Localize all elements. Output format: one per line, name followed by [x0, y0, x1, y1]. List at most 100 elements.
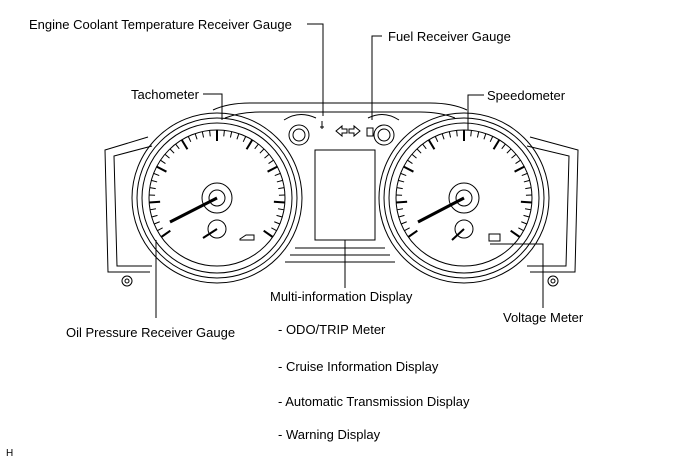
dial-tick — [149, 200, 161, 204]
dial-tick — [483, 133, 487, 140]
dial-tick — [521, 172, 528, 176]
dial-tick — [470, 130, 472, 137]
dial-tick — [396, 200, 408, 204]
dial-tick — [521, 221, 528, 225]
dial-tick — [525, 187, 532, 190]
label-oil-pressure: Oil Pressure Receiver Gauge — [66, 325, 236, 340]
dial-tick — [153, 221, 160, 225]
dial-tick — [169, 148, 175, 154]
dial-tick — [229, 131, 233, 138]
leader-fuel — [371, 35, 382, 120]
leader-engine-coolant — [307, 23, 324, 116]
dial-tick — [427, 139, 436, 150]
dial-tick — [151, 214, 158, 218]
dial-tick — [404, 227, 410, 232]
fuel-gauge — [373, 124, 395, 146]
dial-tick — [515, 159, 521, 164]
dial-tick — [160, 159, 166, 164]
dial-tick — [254, 143, 259, 150]
dial-tick — [411, 153, 417, 159]
dial-tick — [273, 200, 285, 204]
dial-tick — [441, 133, 445, 140]
dial-tick — [259, 148, 265, 154]
dial-tick — [223, 130, 225, 137]
dial-tick — [149, 187, 156, 190]
dial-tick — [277, 208, 285, 211]
oil-can-icon — [239, 234, 255, 241]
dial-tick — [180, 139, 189, 150]
multi-info-item: - Cruise Information Display — [278, 359, 439, 374]
dial-tick — [245, 139, 254, 150]
label-speedometer: Speedometer — [487, 88, 566, 103]
dial-tick — [501, 143, 506, 150]
dial-tick — [156, 165, 167, 173]
speedometer-needle — [417, 196, 465, 224]
label-tachometer: Tachometer — [131, 87, 199, 102]
dial-tick — [187, 136, 192, 143]
multi-info-item: - Automatic Transmission Display — [278, 394, 470, 409]
dial-tick — [201, 131, 205, 138]
fuel-pump-icon — [366, 127, 374, 137]
dial-tick — [396, 187, 403, 190]
multi-info-item: - ODO/TRIP Meter — [278, 322, 386, 337]
coolant-temp-icon — [320, 121, 324, 129]
dial-tick — [492, 139, 501, 150]
dial-tick — [523, 179, 530, 183]
dial-tick — [400, 221, 407, 225]
label-multi-information-display: Multi-information Display — [270, 289, 413, 304]
label-fuel: Fuel Receiver Gauge — [388, 29, 511, 44]
dial-tick — [175, 143, 180, 150]
multi-info-item: - Warning Display — [278, 427, 381, 442]
leader-speedometer — [467, 94, 484, 130]
leader-lines — [155, 23, 544, 318]
dial-tick — [524, 208, 532, 211]
right-turn-arrow-icon — [348, 124, 361, 138]
dial-tick — [523, 214, 530, 218]
dial-tick — [510, 229, 521, 238]
speedometer-tick-marks — [396, 130, 532, 238]
dial-tick — [157, 227, 163, 232]
dial-tick — [514, 165, 525, 173]
dial-tick — [242, 136, 247, 143]
dial-tick — [398, 179, 405, 183]
tachometer-tick-marks — [149, 130, 285, 238]
dial-tick — [489, 136, 494, 143]
voltage-gauge — [454, 219, 474, 239]
dial-tick — [518, 227, 524, 232]
dial-tick — [276, 214, 283, 218]
dial-tick — [164, 153, 170, 159]
dial-tick — [194, 133, 198, 140]
dial-tick — [149, 208, 157, 211]
battery-icon — [488, 233, 501, 242]
speedometer-dial — [378, 112, 550, 284]
multi-information-display — [314, 149, 376, 241]
dial-tick — [271, 227, 277, 232]
dial-tick — [448, 131, 452, 138]
dial-tick — [398, 214, 405, 218]
dial-tick — [422, 143, 427, 150]
label-engine-coolant: Engine Coolant Temperature Receiver Gaug… — [29, 17, 292, 32]
dial-tick — [396, 208, 404, 211]
dial-tick — [151, 179, 158, 183]
label-voltage: Voltage Meter — [503, 310, 584, 325]
dial-tick — [263, 229, 274, 238]
tachometer-needle — [169, 196, 218, 224]
dial-tick — [267, 165, 278, 173]
dial-tick — [268, 159, 274, 164]
dial-tick — [264, 153, 270, 159]
left-turn-arrow-icon — [335, 124, 348, 138]
dial-tick — [506, 148, 512, 154]
dial-tick — [407, 159, 413, 164]
dial-tick — [511, 153, 517, 159]
dial-tick — [153, 172, 160, 176]
dial-tick — [278, 187, 285, 190]
dial-tick — [476, 131, 480, 138]
dial-tick — [400, 172, 407, 176]
leader-voltage — [490, 243, 544, 308]
tachometer-dial — [131, 112, 303, 284]
leader-tachometer — [203, 93, 223, 120]
dial-tick — [274, 221, 281, 225]
upper-small-gauges — [283, 114, 400, 146]
dial-tick — [209, 130, 211, 137]
